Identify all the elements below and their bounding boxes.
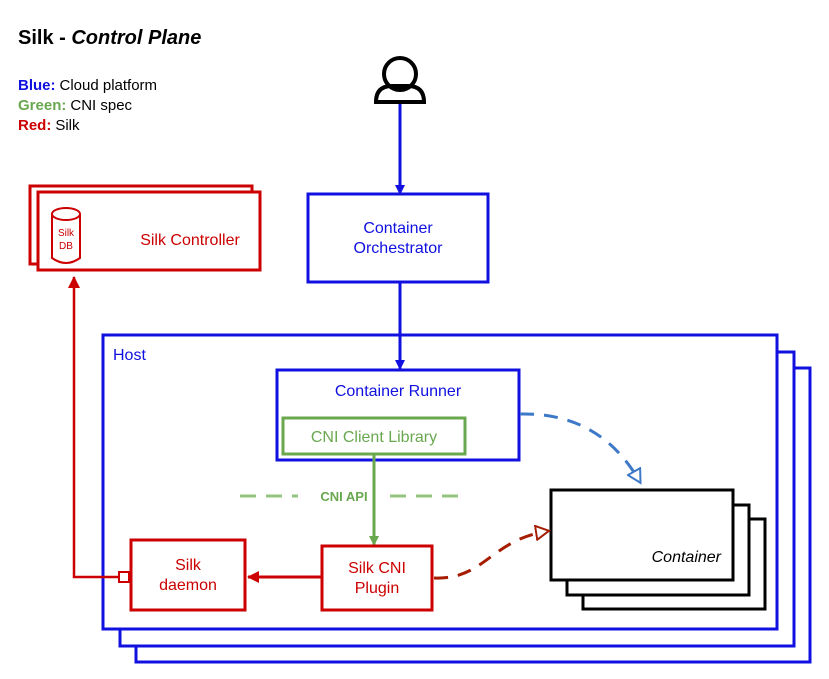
container-label: Container	[652, 549, 722, 566]
plugin-to-container-arrow	[433, 531, 548, 580]
silk-cni-plugin: Silk CNI Plugin	[320, 544, 434, 612]
host-label: Host	[113, 347, 146, 364]
legend-entry-blue: Blue:Cloud platform	[18, 77, 157, 94]
cni-client-library-label: CNI Client Library	[311, 429, 437, 446]
runner-to-container-arrow	[519, 412, 640, 482]
container: Container	[549, 488, 767, 611]
legend-entry-green: Green:CNI spec	[18, 97, 133, 114]
silk-controller-label: Silk Controller	[140, 232, 240, 249]
container-runner-label: Container Runner	[335, 383, 462, 400]
legend: Blue:Cloud platform Green:CNI spec Red:S…	[18, 77, 157, 134]
silk-db-label-line1: Silk	[58, 228, 75, 239]
cni-api-label: CNI API	[320, 489, 367, 504]
container-orchestrator: Container Orchestrator	[306, 192, 490, 284]
database-icon	[51, 207, 81, 264]
diagram-title: Silk - Control Plane	[18, 27, 201, 49]
silk-db-label-line2: DB	[59, 241, 73, 252]
silk-cni-plugin-label-line1: Silk CNI	[348, 560, 406, 577]
silk-daemon-label-line1: Silk	[175, 557, 202, 574]
orchestrator-label-line2: Orchestrator	[354, 240, 444, 257]
orchestrator-label-line1: Container	[363, 220, 433, 237]
silk-daemon-label-line2: daemon	[159, 577, 217, 594]
silk-cni-plugin-label-line2: Plugin	[355, 580, 399, 597]
person-icon	[373, 56, 427, 104]
silk-controller: Silk DB Silk Controller	[28, 184, 262, 272]
silk-daemon: Silk daemon	[129, 538, 247, 612]
daemon-to-controller-arrow	[68, 276, 130, 583]
cni-api-boundary: CNI API	[240, 489, 462, 504]
cni-client-library: CNI Client Library	[281, 416, 467, 456]
legend-entry-red: Red:Silk	[18, 117, 80, 134]
